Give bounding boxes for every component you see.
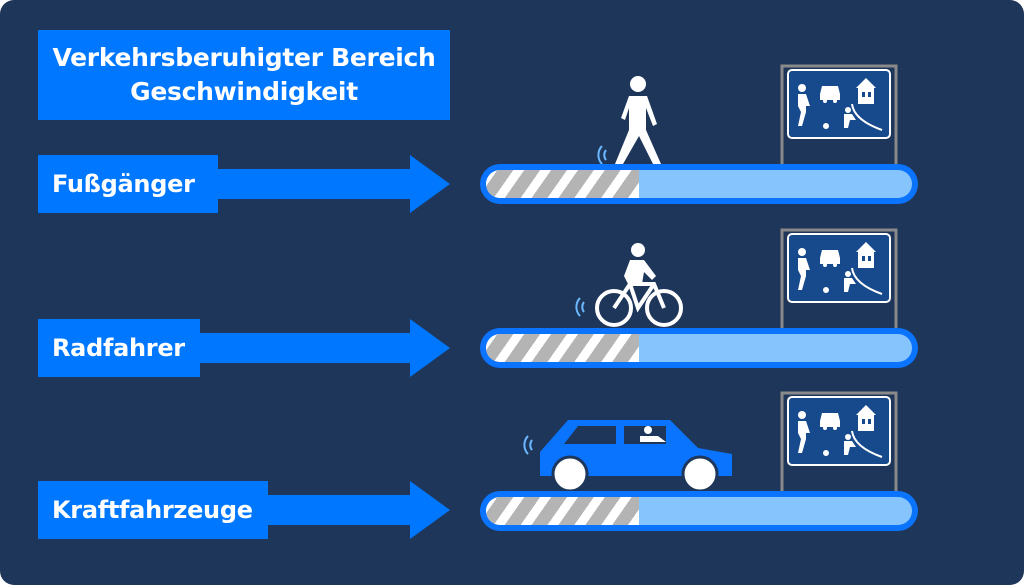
speed-bar-fill: [486, 170, 640, 198]
label-arrow: Kraftfahrzeuge: [38, 481, 450, 539]
row-vehicles: Kraftfahrzeuge: [0, 0, 1024, 539]
title-box: Verkehrsberuhigter Bereich Geschwindigke…: [38, 30, 450, 120]
arrow-shape: [38, 481, 450, 539]
title-line-2: Geschwindigkeit: [130, 77, 358, 106]
row-cyclist: Radfahrer: [0, 0, 1024, 377]
row-pedestrian: Fußgänger: [0, 0, 1024, 213]
traffic-calmed-area-sign-icon: [780, 391, 898, 493]
pedestrian-icon: [597, 76, 661, 165]
speed-bar-fill: [486, 497, 640, 525]
speed-bar: [480, 491, 918, 531]
traffic-calmed-area-sign-icon: [780, 64, 898, 166]
row-label: Kraftfahrzeuge: [52, 496, 253, 524]
speed-bar: [480, 164, 918, 204]
car-icon: [523, 420, 732, 493]
row-label: Fußgänger: [52, 170, 195, 198]
label-arrow: Fußgänger: [38, 155, 450, 213]
row-label: Radfahrer: [52, 334, 185, 362]
arrow-shape: [38, 155, 450, 213]
speed-bar: [480, 328, 918, 368]
speed-bar-fill: [486, 334, 640, 362]
label-arrow: Radfahrer: [38, 319, 450, 377]
arrow-shape: [38, 319, 450, 377]
cyclist-icon: [575, 243, 683, 327]
traffic-calmed-area-sign-icon: [780, 228, 898, 330]
title-line-1: Verkehrsberuhigter Bereich: [52, 43, 436, 72]
